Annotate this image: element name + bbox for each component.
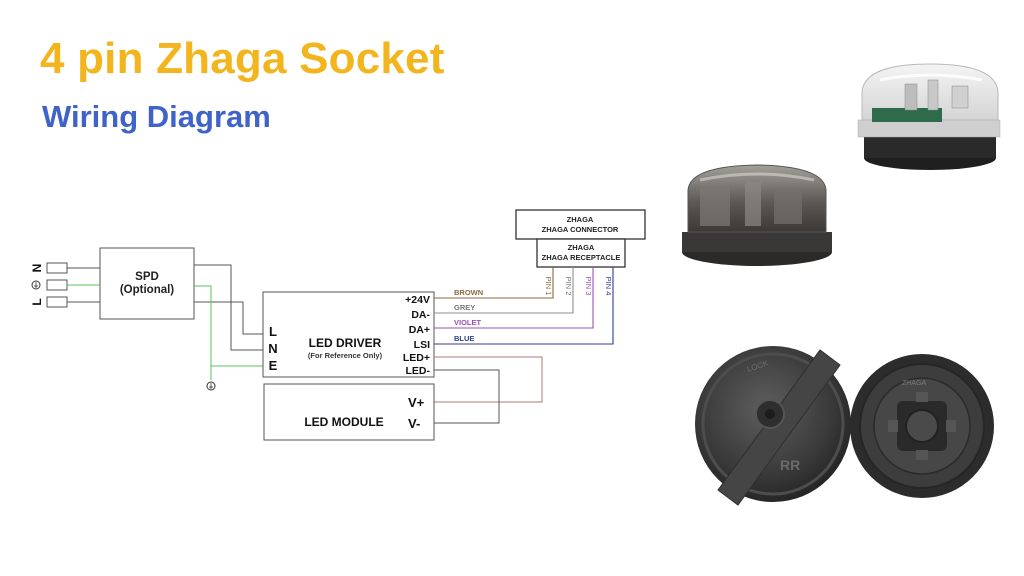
wire-grey-label: GREY xyxy=(454,303,475,312)
wire-brown xyxy=(434,267,554,299)
pin-1-label: PIN 1 xyxy=(544,277,553,296)
v-minus-label: V- xyxy=(408,416,420,431)
wire-violet xyxy=(434,267,594,329)
socket-rr-text: RR xyxy=(780,457,800,473)
receptacle-label-1: ZHAGA xyxy=(568,243,595,252)
terminal-24v: +24V xyxy=(405,294,430,306)
spd-to-driver-wires xyxy=(194,264,263,380)
earth-ground-icon xyxy=(206,381,216,391)
connector-label-1: ZHAGA xyxy=(567,215,594,224)
signal-wires xyxy=(434,267,614,345)
wire-brown-label: BROWN xyxy=(454,288,483,297)
zhaga-receptacle-box: ZHAGA ZHAGA RECEPTACLE xyxy=(536,238,626,268)
page-title: 4 pin Zhaga Socket xyxy=(40,34,445,83)
pin-labels: PIN 1 PIN 2 PIN 3 PIN 4 xyxy=(544,277,613,296)
v-plus-label: V+ xyxy=(408,395,425,410)
terminal-led-plus: LED+ xyxy=(403,352,430,364)
wire-blue xyxy=(434,267,614,345)
clear-dome-cap-image xyxy=(857,63,1001,170)
wire-violet-label: VIOLET xyxy=(454,318,482,327)
smoked-cap-image xyxy=(682,164,832,266)
terminal-da-plus: DA+ xyxy=(409,324,430,336)
socket-front-image: ZHAGA xyxy=(850,354,994,498)
spd-optional-label: (Optional) xyxy=(120,284,174,296)
input-terminals: N L xyxy=(30,262,68,308)
terminal-lsi: LSI xyxy=(414,339,430,351)
label-n: N xyxy=(30,264,44,273)
terminal-da-minus: DA- xyxy=(411,309,430,321)
spd-label: SPD xyxy=(135,271,159,283)
socket-rear-image: LOCK RR xyxy=(695,346,851,506)
zhaga-connector-box: ZHAGA ZHAGA CONNECTOR xyxy=(515,209,646,240)
driver-subtitle: (For Reference Only) xyxy=(308,351,383,360)
label-l: L xyxy=(30,298,44,305)
wire-blue-label: BLUE xyxy=(454,334,474,343)
spd-box: SPD (Optional) xyxy=(99,247,195,320)
socket-zhaga-text: ZHAGA xyxy=(902,380,926,387)
pin-4-label: PIN 4 xyxy=(604,277,613,296)
led-driver-box: L N E LED DRIVER (For Reference Only) +2… xyxy=(262,291,435,378)
pin-2-label: PIN 2 xyxy=(564,277,573,296)
wire-grey xyxy=(434,267,574,314)
wire-led-minus xyxy=(434,369,500,424)
driver-title: LED DRIVER xyxy=(309,336,382,350)
receptacle-label-2: ZHAGA RECEPTACLE xyxy=(542,253,621,262)
pin-3-label: PIN 3 xyxy=(584,277,593,296)
connector-label-2: ZHAGA CONNECTOR xyxy=(542,225,619,234)
led-module-label: LED MODULE xyxy=(304,415,383,429)
page-subtitle: Wiring Diagram xyxy=(42,99,271,134)
driver-l-label: L xyxy=(269,324,277,339)
driver-n-label: N xyxy=(268,341,277,356)
terminal-led-minus: LED- xyxy=(406,365,431,377)
led-module-box: LED MODULE V+ V- xyxy=(263,383,435,441)
ground-icon xyxy=(31,280,41,290)
terminal-n xyxy=(46,262,68,274)
terminal-l xyxy=(46,296,68,308)
wire-labels: BROWN GREY VIOLET BLUE xyxy=(454,288,483,343)
input-wires xyxy=(67,267,100,303)
led-output-wires xyxy=(434,356,543,424)
terminal-ground xyxy=(46,279,68,291)
driver-e-label: E xyxy=(269,358,278,373)
wire-led-plus xyxy=(434,356,543,403)
